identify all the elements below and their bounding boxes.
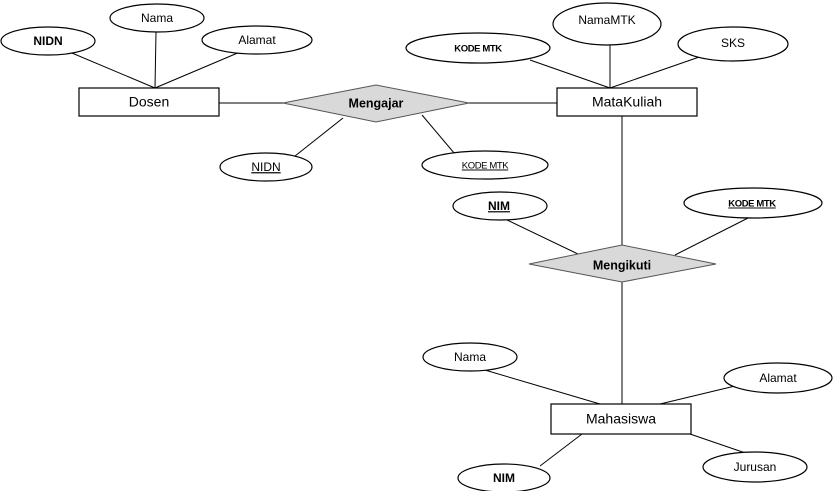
attribute-label: Nama xyxy=(454,350,486,364)
attribute-mengikuti-kodemtk: KODE MTK xyxy=(683,187,823,219)
attribute-dosen-nidn: NIDN xyxy=(0,26,96,56)
attribute-mahasiswa-alamat: Alamat xyxy=(723,362,833,394)
line-mahasiswa-alamat xyxy=(659,385,736,405)
attribute-label: NIDN xyxy=(251,160,280,174)
attribute-label: KODE MTK xyxy=(462,161,509,172)
relationship-mengikuti: Mengikuti xyxy=(528,244,717,283)
attribute-label: Alamat xyxy=(238,33,276,47)
attribute-label: SKS xyxy=(721,36,745,50)
relationship-label: Mengikuti xyxy=(593,258,651,272)
attribute-mahasiswa-jurusan: Jurusan xyxy=(702,451,808,483)
line-matakuliah-sks xyxy=(609,54,706,89)
entity-label: Dosen xyxy=(129,94,169,110)
attribute-label: NIDN xyxy=(33,34,62,48)
entity-label: Mahasiswa xyxy=(586,411,656,427)
line-mengikuti-nim xyxy=(506,219,581,256)
attribute-label: NIM xyxy=(488,199,510,213)
entity-matakuliah: MataKuliah xyxy=(556,87,698,117)
attribute-label: NIM xyxy=(493,471,515,485)
attribute-matakuliah-namamtk: NamaMTK xyxy=(552,2,662,46)
attribute-mahasiswa-nim: NIM xyxy=(457,463,551,491)
attribute-label: Alamat xyxy=(759,371,797,385)
line-mengajar-nidn xyxy=(289,117,344,161)
attribute-mahasiswa-nama: Nama xyxy=(422,342,518,372)
connectors xyxy=(59,31,761,467)
attribute-mengajar-kodemtk: KODE MTK xyxy=(421,150,549,180)
entity-dosen: Dosen xyxy=(78,87,220,117)
attribute-mengikuti-nim: NIM xyxy=(452,191,548,221)
attribute-label: Nama xyxy=(141,11,173,25)
relationship-label: Mengajar xyxy=(349,96,404,110)
attribute-mengajar-nidn: NIDN xyxy=(219,152,313,182)
line-dosen-nama xyxy=(154,31,157,89)
attribute-matakuliah-sks: SKS xyxy=(677,26,789,62)
line-mahasiswa-nama xyxy=(477,367,601,405)
attribute-label: Jurusan xyxy=(734,460,777,474)
attribute-dosen-alamat: Alamat xyxy=(201,25,313,55)
attribute-label: NamaMTK xyxy=(578,13,635,27)
entity-label: MataKuliah xyxy=(592,94,662,110)
line-mahasiswa-nim xyxy=(539,433,583,467)
line-mengikuti-kodemtk xyxy=(674,215,753,256)
line-matakuliah-kodemtk xyxy=(529,59,611,89)
attribute-label: KODE MTK xyxy=(454,44,502,55)
line-dosen-alamat xyxy=(154,51,241,89)
attribute-matakuliah-kodemtk: KODE MTK xyxy=(405,32,551,64)
attribute-label: KODE MTK xyxy=(728,199,776,210)
relationship-mengajar: Mengajar xyxy=(282,84,470,123)
line-dosen-nidn xyxy=(59,47,156,89)
attribute-dosen-nama: Nama xyxy=(109,3,205,33)
entity-mahasiswa: Mahasiswa xyxy=(550,403,692,435)
